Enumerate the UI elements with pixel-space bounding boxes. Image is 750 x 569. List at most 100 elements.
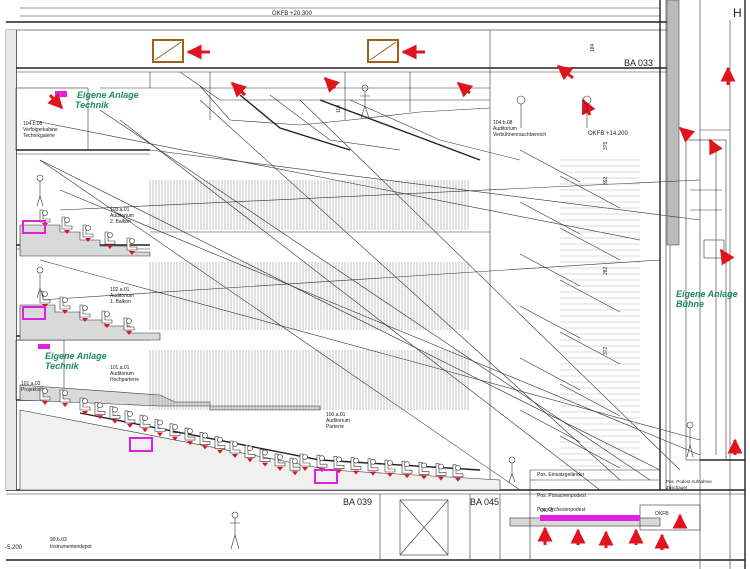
seat <box>199 432 211 450</box>
stage-note-2: Pos. Posaunenpodest <box>537 493 587 499</box>
seat <box>104 231 116 249</box>
level-top: OKFB +20.300 <box>272 11 313 17</box>
seat <box>350 457 362 475</box>
seat <box>61 216 73 234</box>
stage-note-1: Pos. Einsatzgeländer <box>537 472 585 478</box>
level-stage-2: OKFB <box>655 511 669 517</box>
seat <box>79 304 91 322</box>
zone-1-label: Eigene Anlage <box>77 90 139 100</box>
seat <box>154 419 166 437</box>
room-104b08-name2: Verbühnenrauchbereich <box>493 132 546 138</box>
seat <box>169 423 181 441</box>
zone-3-label: Eigene Anlage <box>676 289 738 299</box>
room-99b03-num: 99.b.03 <box>50 537 67 543</box>
seat <box>59 389 71 407</box>
room-102a01-name2: 1. Balkon <box>110 299 131 305</box>
dim-4: 392 <box>603 176 609 185</box>
stair-flight <box>559 435 621 469</box>
seat <box>274 453 286 471</box>
seat <box>101 310 113 328</box>
level-stage: OKFB <box>540 508 554 514</box>
stair-flight <box>559 331 621 365</box>
level-right: OKFB +14.200 <box>588 131 629 137</box>
red-arrows <box>47 44 743 550</box>
seat <box>109 406 121 424</box>
seat <box>123 317 135 335</box>
seat <box>367 458 379 476</box>
stair-flight <box>559 175 621 209</box>
stair-flight <box>519 357 581 391</box>
seat <box>435 463 447 481</box>
room-104b08-num: 104.b.08 <box>493 120 513 126</box>
room-104b08-name1: Auditorium <box>493 126 517 132</box>
seat <box>139 414 151 433</box>
seat <box>126 237 138 255</box>
room-101a03-name1: Projektion <box>21 387 43 393</box>
seat-rows <box>39 209 464 482</box>
dim-6: 372 <box>603 346 609 355</box>
seat <box>333 456 345 474</box>
room-104b05-num: 104.b.05 <box>23 121 43 127</box>
zone-3-sub: Bühne <box>676 299 704 309</box>
seat <box>39 387 51 405</box>
seat <box>259 449 271 467</box>
sight-lines <box>29 99 701 491</box>
red-arrow <box>456 81 474 98</box>
stair-flight <box>559 279 621 313</box>
stair-flight <box>519 409 581 443</box>
sightline-hatch <box>149 180 469 410</box>
zone-2-label: Eigene Anlage <box>45 351 107 361</box>
axis-h: H <box>733 6 742 20</box>
room-100a01-name1: Auditorium <box>326 418 350 424</box>
seat <box>229 440 241 458</box>
ceiling-reflectors <box>100 71 521 161</box>
seat <box>82 224 94 242</box>
balcony-1-tiers <box>19 304 161 341</box>
seat <box>452 464 464 482</box>
room-100a01-num: 100.a.01 <box>326 412 346 418</box>
stair-flight <box>519 305 581 339</box>
reflector-boxes <box>152 39 399 63</box>
seat <box>401 460 413 479</box>
room-104b05-name2: Technikgalerie <box>23 133 55 139</box>
axis-ba-039: BA 039 <box>343 497 372 507</box>
stair-flight <box>519 253 581 287</box>
seat <box>94 401 106 420</box>
seat <box>79 397 91 415</box>
room-101a03-num: 101.a.03 <box>21 381 41 387</box>
seat <box>418 462 430 480</box>
red-arrow <box>230 81 248 98</box>
seat <box>39 209 51 227</box>
seat <box>214 436 226 454</box>
seat <box>384 459 396 477</box>
room-100a01-name2: Parterre <box>326 424 344 430</box>
seat <box>184 427 196 446</box>
red-arrow <box>719 248 735 266</box>
balcony-2-tiers <box>19 224 490 257</box>
red-arrow <box>323 76 340 93</box>
dim-2: 110 <box>336 105 342 113</box>
seat <box>244 444 256 463</box>
stage-note-5: Zuschauer <box>666 485 688 490</box>
spotlight-icons <box>516 95 592 128</box>
room-103a01-name1: Auditorium <box>110 213 134 219</box>
seat <box>59 296 71 314</box>
red-arrow <box>678 126 696 143</box>
stair-flight <box>519 149 581 183</box>
seat <box>124 410 136 428</box>
room-103a01-name2: 2. Balkon <box>110 219 131 225</box>
room-103a01-num: 103.a.01 <box>110 207 130 213</box>
seat <box>299 453 311 471</box>
zone-1-sub: Technik <box>75 100 110 110</box>
red-arrow <box>708 138 723 156</box>
stair-flight <box>519 201 581 235</box>
axis-ba-045: BA 045 <box>470 497 499 507</box>
basement <box>379 469 701 560</box>
red-arrow <box>581 98 596 116</box>
room-101a01-name1: Auditorium <box>110 371 134 377</box>
stage-tower <box>685 139 727 461</box>
room-104b05-name1: Verfolgerkabine <box>23 127 58 133</box>
dim-3: 375 <box>603 141 609 150</box>
human-figures <box>36 84 694 550</box>
dim-1: 184 <box>590 43 596 52</box>
